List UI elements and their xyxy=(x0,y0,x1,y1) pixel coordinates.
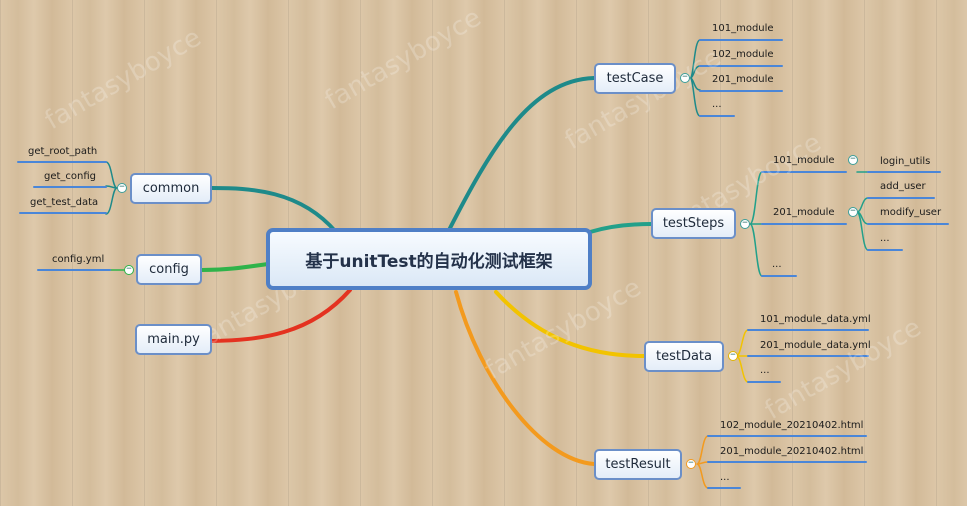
node-main-py[interactable]: main.py xyxy=(135,324,212,355)
node-testcase[interactable]: testCase xyxy=(594,63,676,94)
leaf-login-utils[interactable]: login_utils xyxy=(880,156,931,167)
collapse-toggle-icon[interactable]: − xyxy=(117,183,127,193)
leaf-201-module[interactable]: 201_module xyxy=(773,207,835,218)
collapse-toggle-icon[interactable]: − xyxy=(728,351,738,361)
branch-testresult xyxy=(454,290,596,466)
node-testresult[interactable]: testResult xyxy=(594,449,682,480)
collapse-toggle-icon[interactable]: − xyxy=(740,219,750,229)
branch-main xyxy=(210,288,352,343)
leaf-more[interactable]: ... xyxy=(880,233,890,244)
leaf-102-module[interactable]: 102_module xyxy=(712,49,774,60)
collapse-toggle-icon[interactable]: − xyxy=(124,265,134,275)
connector-testcase-leaves xyxy=(689,39,701,117)
node-label: main.py xyxy=(147,332,200,347)
connector-common-leaves xyxy=(105,161,118,215)
leaf-get-root-path[interactable]: get_root_path xyxy=(28,146,98,157)
leaf-more[interactable]: ... xyxy=(760,365,770,376)
leaf-get-test-data[interactable]: get_test_data xyxy=(30,197,99,208)
collapse-toggle-icon[interactable]: − xyxy=(848,207,858,217)
leaf-101-module-data[interactable]: 101_module_data.yml xyxy=(760,314,871,325)
connector-testresult-leaves xyxy=(696,435,709,489)
leaf-add-user[interactable]: add_user xyxy=(880,181,926,192)
connector-teststeps-leaves xyxy=(749,171,763,277)
leaf-201-module-data[interactable]: 201_module_data.yml xyxy=(760,340,871,351)
branch-testcase xyxy=(446,76,596,234)
collapse-toggle-icon[interactable]: − xyxy=(680,73,690,83)
leaf-201-module-html[interactable]: 201_module_20210402.html xyxy=(720,446,864,457)
leaf-more[interactable]: ... xyxy=(712,99,722,110)
leaf-more[interactable]: ... xyxy=(772,259,782,270)
collapse-toggle-icon[interactable]: − xyxy=(848,155,858,165)
collapse-toggle-icon[interactable]: − xyxy=(686,459,696,469)
leaf-get-config[interactable]: get_config xyxy=(44,171,97,182)
node-label: config xyxy=(149,262,189,277)
node-label: testResult xyxy=(605,457,671,472)
branch-teststeps xyxy=(588,222,653,234)
leaf-101-module[interactable]: 101_module xyxy=(712,23,774,34)
leaf-102-module-html[interactable]: 102_module_20210402.html xyxy=(720,420,864,431)
node-label: testSteps xyxy=(662,216,725,231)
node-label: testData xyxy=(655,349,712,364)
root-label: 基于unitTest的自动化测试框架 xyxy=(305,251,553,272)
branch-testdata xyxy=(494,290,646,358)
node-config[interactable]: config xyxy=(136,254,202,285)
node-label: common xyxy=(142,181,200,196)
node-label: testCase xyxy=(606,71,664,86)
root-node[interactable]: 基于unitTest的自动化测试框架 xyxy=(266,228,592,290)
leaf-config-yml[interactable]: config.yml xyxy=(52,254,105,265)
branch-config xyxy=(200,262,270,272)
leaf-more[interactable]: ... xyxy=(720,472,730,483)
node-teststeps[interactable]: testSteps xyxy=(651,208,736,239)
leaf-modify-user[interactable]: modify_user xyxy=(880,207,942,218)
connector-m201-leaves xyxy=(856,197,869,251)
node-common[interactable]: common xyxy=(130,173,212,204)
leaf-101-module[interactable]: 101_module xyxy=(773,155,835,166)
branch-common xyxy=(210,186,338,234)
leaf-201-module[interactable]: 201_module xyxy=(712,74,774,85)
node-testdata[interactable]: testData xyxy=(644,341,724,372)
